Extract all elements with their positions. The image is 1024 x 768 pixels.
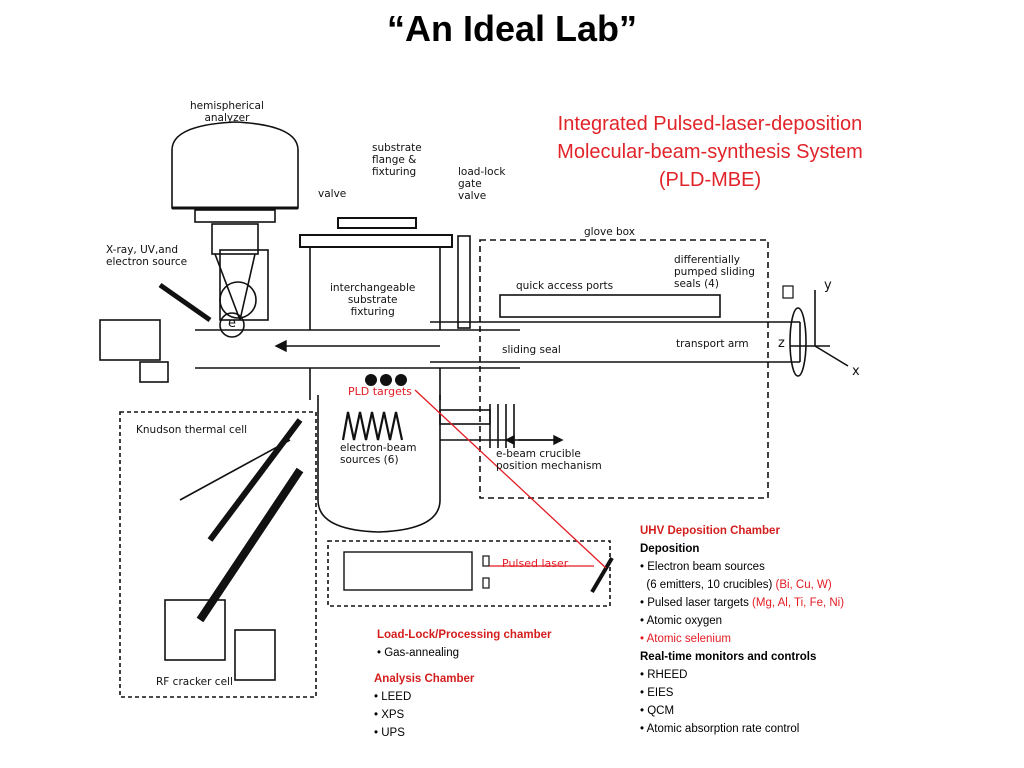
- label-diff-pumped-line-2: pumped sliding: [674, 266, 755, 278]
- label-xray-line-1: X-ray, UV,and: [106, 244, 179, 256]
- label-transport-arm: transport arm: [676, 338, 749, 350]
- ebeam-sources-shape: [341, 411, 404, 441]
- label-xray-line-2: electron source: [106, 256, 188, 268]
- label-rf-cracker: RF cracker cell: [156, 676, 233, 688]
- uhv-item-extra: (Mg, Al, Ti, Fe, Ni): [748, 597, 845, 609]
- analysis-item: • LEED: [374, 691, 412, 703]
- label-electron-e: e: [228, 316, 236, 331]
- label-analyzer-line-2: analyzer: [204, 112, 250, 124]
- label-pld-targets: PLD targets: [348, 385, 412, 398]
- monitor-item: • QCM: [640, 705, 675, 717]
- monitor-item: • Atomic absorption rate control: [640, 723, 800, 735]
- analysis-heading: Analysis Chamber: [374, 673, 475, 685]
- uhv-item: • Atomic oxygen: [640, 612, 844, 630]
- monitor-item: • RHEED: [640, 669, 688, 681]
- label-interchangeable: interchangeable substrate fixturing: [330, 282, 415, 318]
- label-interchangeable-line-2: substrate: [347, 294, 398, 306]
- analysis-item: • XPS: [374, 709, 405, 721]
- label-quick-ports: quick access ports: [516, 280, 614, 292]
- deposition-chamber-body: [317, 395, 441, 533]
- label-ebeam-mechanism-line-2: position mechanism: [496, 460, 602, 472]
- loadlock-info-panel: Load-Lock/Processing chamber • Gas-annea…: [377, 626, 551, 662]
- label-axis-z: z: [778, 336, 785, 351]
- label-interchangeable-line-3: fixturing: [350, 306, 395, 318]
- pld-target-1: [365, 374, 377, 386]
- label-diff-pumped-line-3: seals (4): [674, 278, 719, 290]
- uhv-item-text: • Pulsed laser targets: [640, 597, 749, 609]
- uhv-info-panel: UHV Deposition Chamber Deposition • Elec…: [640, 522, 844, 738]
- label-analyzer: hemispherical analyzer: [190, 100, 264, 124]
- system-title-line-2: Molecular-beam-synthesis System: [557, 141, 863, 163]
- uhv-heading: UHV Deposition Chamber: [640, 525, 780, 537]
- deposition-heading: Deposition: [640, 543, 700, 555]
- label-substrate-flange-line-3: fixturing: [372, 166, 417, 178]
- label-ebeam-sources-line-1: electron-beam: [340, 442, 417, 454]
- label-sliding-seal: sliding seal: [502, 344, 561, 356]
- label-ebeam-sources: electron-beam sources (6): [340, 442, 416, 466]
- system-title-line-3: (PLD-MBE): [658, 169, 762, 191]
- uhv-item-text: • Atomic oxygen: [640, 615, 723, 627]
- loadlock-item: • Gas-annealing: [377, 647, 460, 659]
- uhv-item-extra: (Bi, Cu, W): [772, 579, 832, 591]
- system-title: Integrated Pulsed-laser-deposition Molec…: [520, 110, 900, 194]
- label-substrate-flange-line-1: substrate: [372, 142, 422, 154]
- label-loadlock-valve-line-1: load-lock: [458, 166, 506, 178]
- label-substrate-flange: substrate flange & fixturing: [372, 142, 422, 178]
- label-substrate-flange-line-2: flange &: [372, 154, 417, 166]
- uhv-item: • Electron beam sources: [640, 558, 844, 576]
- label-ebeam-mechanism-line-1: e-beam crucible: [496, 448, 581, 460]
- analysis-info-panel: Analysis Chamber • LEED • XPS • UPS: [374, 670, 474, 742]
- pld-target-3: [395, 374, 407, 386]
- monitors-heading: Real-time monitors and controls: [640, 651, 817, 663]
- label-diff-pumped-line-1: differentially: [674, 254, 740, 266]
- label-loadlock-valve-line-3: valve: [458, 190, 487, 202]
- label-loadlock-valve-line-2: gate: [458, 178, 482, 190]
- label-valve: valve: [318, 188, 347, 200]
- monitor-item: • EIES: [640, 687, 674, 699]
- analysis-item: • UPS: [374, 727, 405, 739]
- label-axis-x: x: [852, 364, 860, 379]
- label-interchangeable-line-1: interchangeable: [330, 282, 416, 294]
- uhv-item-text: • Electron beam sources: [640, 561, 765, 573]
- pld-target-2: [380, 374, 392, 386]
- label-diff-pumped: differentially pumped sliding seals (4): [674, 254, 755, 290]
- analyzer-dome: [171, 121, 299, 209]
- uhv-item: (6 emitters, 10 crucibles) (Bi, Cu, W): [640, 576, 844, 594]
- label-loadlock-valve: load-lock gate valve: [458, 166, 505, 202]
- uhv-item-text: (6 emitters, 10 crucibles): [640, 579, 773, 591]
- uhv-item-selenium: • Atomic selenium: [640, 633, 731, 645]
- label-xray-source: X-ray, UV,and electron source: [106, 244, 187, 268]
- slide-title: “An Ideal Lab”: [386, 8, 638, 49]
- label-analyzer-line-1: hemispherical: [190, 100, 264, 112]
- system-title-line-1: Integrated Pulsed-laser-deposition: [557, 113, 863, 135]
- loadlock-heading: Load-Lock/Processing chamber: [377, 629, 552, 641]
- label-knudsen-cell: Knudson thermal cell: [136, 424, 248, 436]
- label-pulsed-laser: Pulsed laser: [502, 557, 569, 570]
- label-glove-box: glove box: [584, 226, 635, 238]
- label-ebeam-sources-line-2: sources (6): [340, 454, 399, 466]
- uhv-item: • Pulsed laser targets (Mg, Al, Ti, Fe, …: [640, 594, 844, 612]
- label-ebeam-mechanism: e-beam crucible position mechanism: [496, 448, 602, 472]
- label-axis-y: y: [824, 278, 832, 293]
